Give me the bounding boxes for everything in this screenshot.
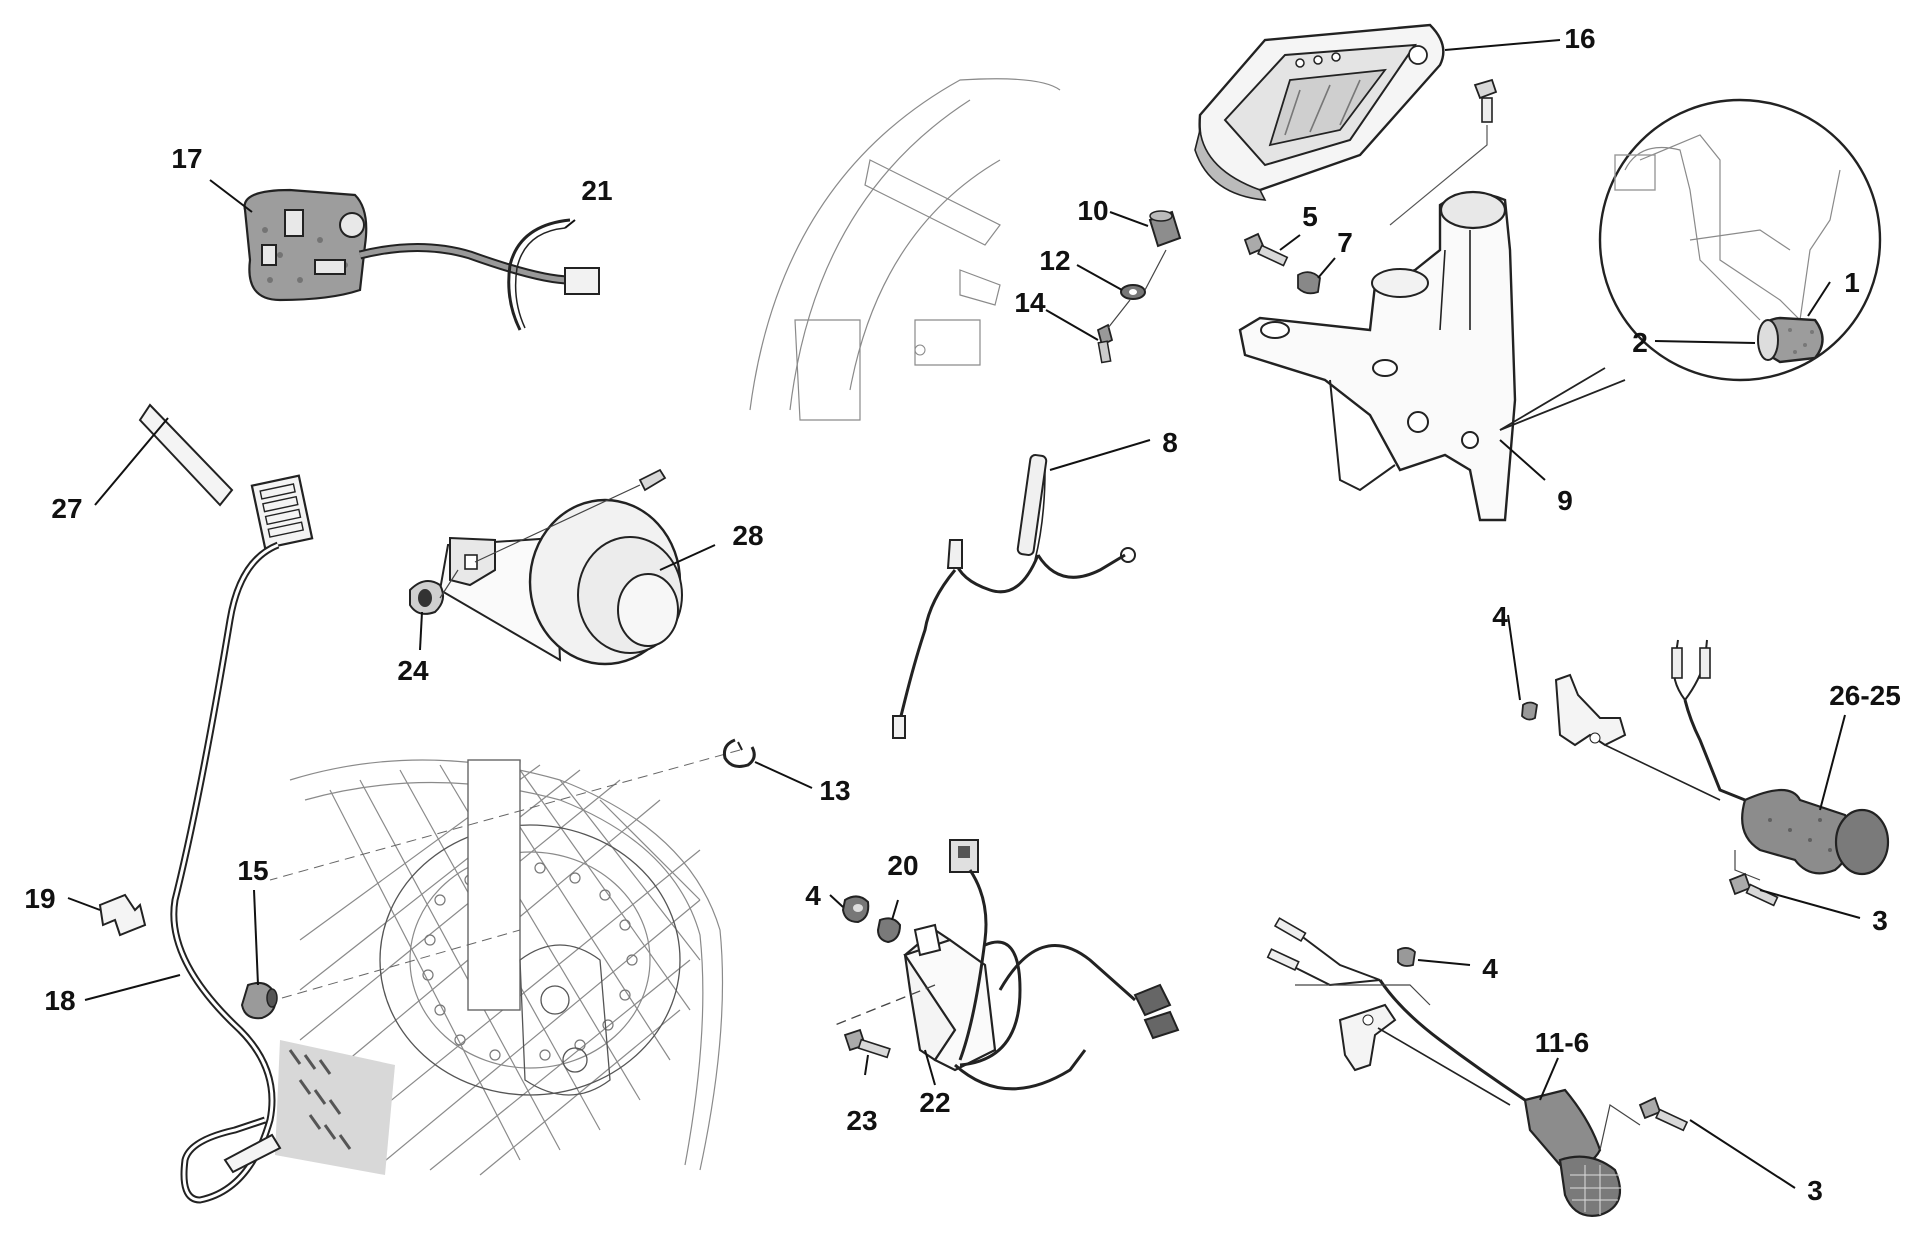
- callout-27: 27: [51, 493, 82, 524]
- callout-26-25: 26-25: [1829, 680, 1901, 711]
- turn-signal-lower: [1266, 917, 1689, 1217]
- callout-28: 28: [732, 520, 763, 551]
- callout-4-upper: 4: [1492, 601, 1508, 632]
- callout-22: 22: [919, 1087, 950, 1118]
- instrument-cluster: [1194, 23, 1445, 201]
- bolt-5: [1243, 232, 1289, 267]
- callout-7: 7: [1337, 227, 1353, 258]
- callout-9: 9: [1557, 485, 1573, 516]
- callout-1: 1: [1844, 267, 1860, 298]
- nut-7: [1297, 271, 1321, 295]
- callout-13: 13: [819, 775, 850, 806]
- callout-8: 8: [1162, 427, 1178, 458]
- callout-2: 2: [1632, 327, 1648, 358]
- callout-17: 17: [171, 143, 202, 174]
- circlip: [723, 738, 756, 768]
- callout-3-upper: 3: [1872, 905, 1888, 936]
- rubber-mount: [1096, 210, 1182, 364]
- callout-21: 21: [581, 175, 612, 206]
- callout-19: 19: [24, 883, 55, 914]
- turn-signal-upper: [1521, 639, 1890, 907]
- front-wheel: [269, 749, 741, 1176]
- callout-4-relay: 4: [805, 880, 821, 911]
- handlebar-switch: [243, 188, 600, 331]
- callout-18: 18: [44, 985, 75, 1016]
- callout-labels: 1 2 3 3 4 4 4 5 7 8 9 10 11-6 12 13 14 1…: [24, 23, 1900, 1206]
- callout-23: 23: [846, 1105, 877, 1136]
- horn-assembly: [409, 468, 683, 666]
- headlight-bracket: [1238, 190, 1517, 522]
- callout-24: 24: [397, 655, 429, 686]
- relay-assembly: [834, 839, 1180, 1091]
- grommet: [240, 929, 521, 1020]
- sensor-cable: [98, 403, 314, 1204]
- callout-4-lower: 4: [1482, 953, 1498, 984]
- tyre-tread: [275, 1040, 395, 1175]
- callout-11-6: 11-6: [1535, 1027, 1590, 1058]
- callout-16: 16: [1564, 23, 1595, 54]
- cluster-bolt: [1389, 78, 1498, 226]
- callout-20: 20: [887, 850, 918, 881]
- callout-12: 12: [1039, 245, 1070, 276]
- callout-15: 15: [237, 855, 268, 886]
- wire-harness: [892, 454, 1136, 739]
- callout-14: 14: [1014, 287, 1046, 318]
- detail-inset: [1499, 98, 1882, 431]
- callout-3-lower: 3: [1807, 1175, 1823, 1206]
- callout-10: 10: [1077, 195, 1108, 226]
- leader-lines: [67, 39, 1861, 1189]
- callout-5: 5: [1302, 201, 1318, 232]
- front-fairing: [749, 78, 1061, 421]
